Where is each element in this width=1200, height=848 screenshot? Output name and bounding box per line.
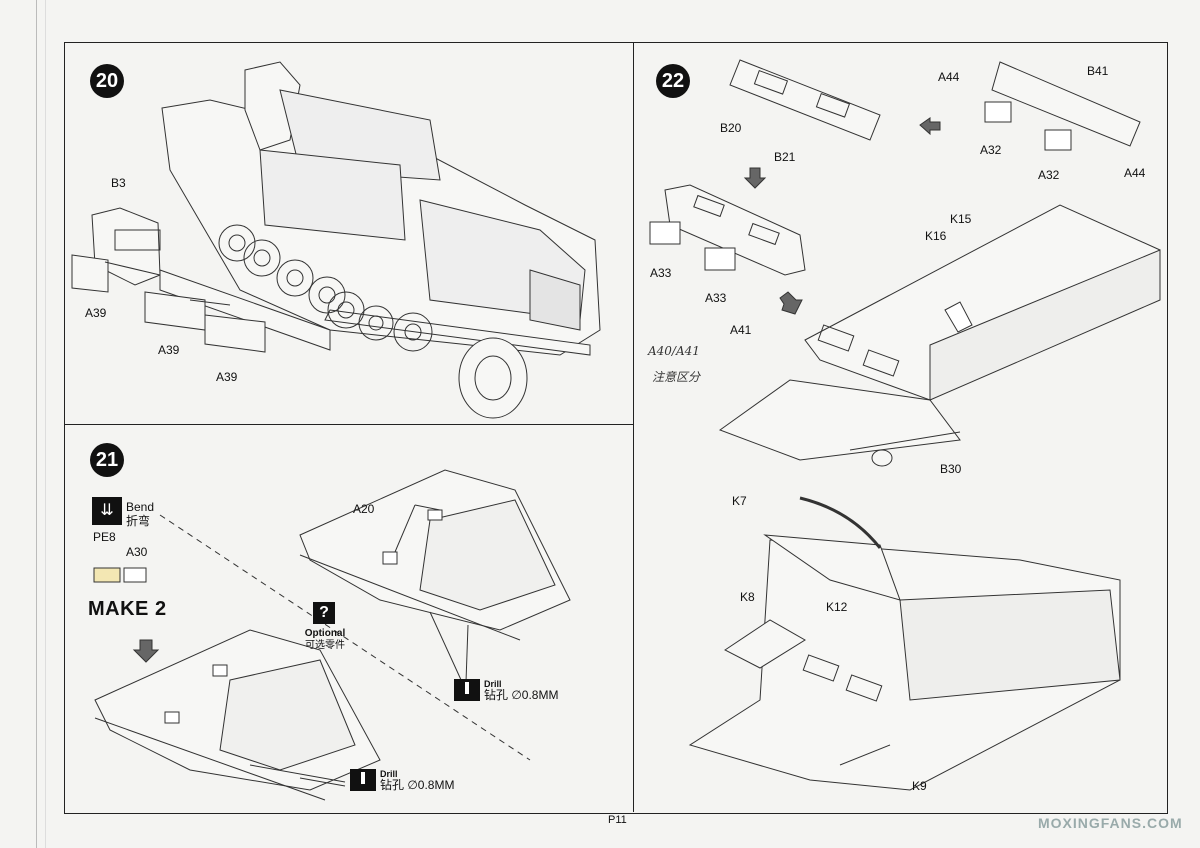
part-label-a33: A33 [705,291,727,305]
part-label-a39: A39 [158,343,180,357]
step-number-20: 20 [90,64,124,98]
step-divider [64,424,633,425]
part-label-a39: A39 [216,370,238,384]
part-label-k7: K7 [732,494,747,508]
drill-label: Drill [484,679,502,689]
part-label-b41: B41 [1087,64,1109,78]
arrow-icon [919,117,941,136]
part-label-a41: A41 [730,323,752,337]
binder-edge [36,0,46,848]
part-label-k9: K9 [912,779,927,793]
drill-label: Drill [380,769,398,779]
optional-text: Optional [304,628,346,639]
drill-icon [350,769,376,791]
drill-text: Drill 钻孔 ∅0.8MM [380,768,454,791]
drill-text: Drill 钻孔 ∅0.8MM [484,678,558,701]
part-label-a39: A39 [85,306,107,320]
optional-label: Optional 可选零件 [300,628,350,652]
bend-label-cn: 折弯 [126,514,151,528]
handwritten-note: A40/A41 [648,344,700,358]
handwritten-note: 注意区分 [652,370,701,384]
part-label-a32: A32 [1038,168,1060,182]
part-label-k8: K8 [740,590,755,604]
part-label-b20: B20 [720,121,742,135]
part-label-a33: A33 [650,266,672,280]
arrow-icon [779,291,803,315]
drill-spec: 钻孔 ∅0.8MM [380,778,455,792]
drill-note-upper: Drill 钻孔 ∅0.8MM [454,678,558,701]
make-2-instruction: MAKE 2 [88,598,167,620]
step-number-22: 22 [656,64,690,98]
watermark: MOXINGFANS.COM [1038,815,1183,831]
page-number: P11 [608,814,627,826]
part-label-k16: K16 [925,229,947,243]
part-label-pe8: PE8 [93,530,116,544]
part-label-k15: K15 [950,212,972,226]
part-label-b30: B30 [940,462,962,476]
part-label-b3: B3 [111,176,126,190]
part-label-k12: K12 [826,600,848,614]
drill-note-lower: Drill 钻孔 ∅0.8MM [350,768,454,791]
part-label-a44: A44 [1124,166,1146,180]
drill-spec: 钻孔 ∅0.8MM [484,688,559,702]
arrow-icon [743,167,767,189]
bend-icon: ⇊ [92,497,122,525]
part-label-a30: A30 [126,545,148,559]
part-label-a20: A20 [353,502,375,516]
bend-label: Bend [126,500,155,514]
step-number-21: 21 [90,443,124,477]
optional-text-cn: 可选零件 [305,640,345,651]
column-divider [633,42,634,812]
optional-icon: ? [313,602,335,624]
drill-icon [454,679,480,701]
arrow-icon [132,639,160,663]
part-label-a44: A44 [938,70,960,84]
part-label-a32: A32 [980,143,1002,157]
page-frame [64,42,1168,814]
part-label-b21: B21 [774,150,796,164]
